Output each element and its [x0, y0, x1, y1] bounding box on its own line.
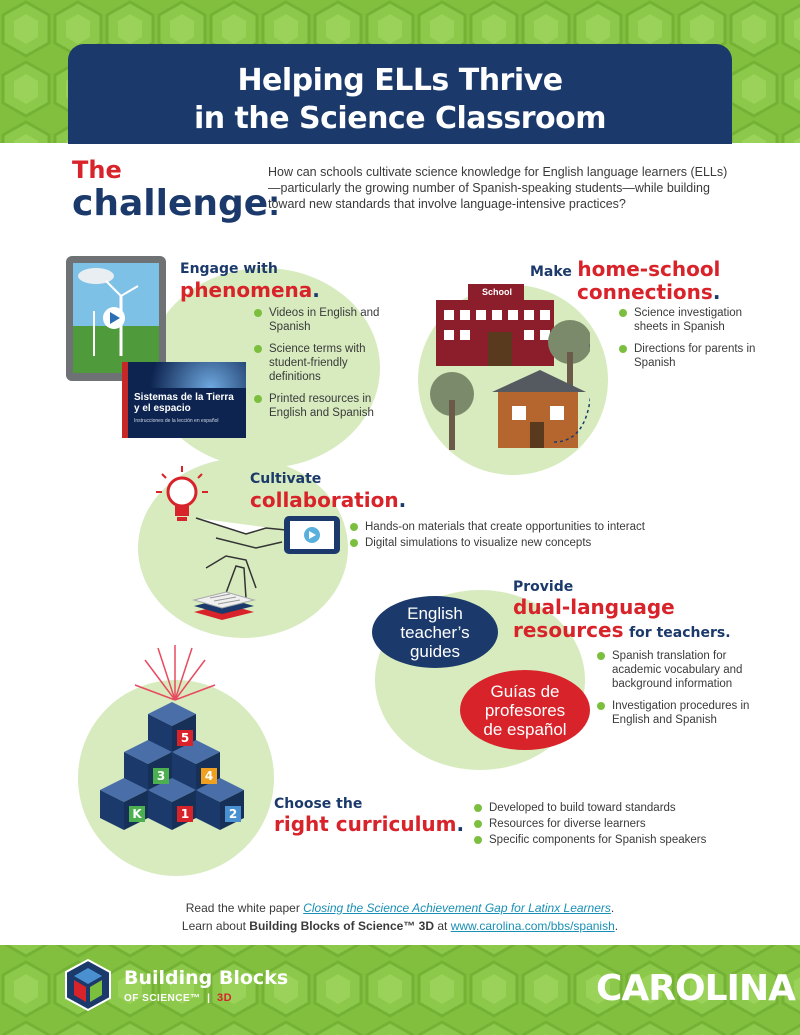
- hands-illustration: [195, 517, 287, 598]
- list-item: Videos in English and Spanish: [254, 306, 389, 334]
- engage-list: Videos in English and Spanish Science te…: [254, 306, 389, 428]
- title-banner: Helping ELLs Thrive in the Science Class…: [68, 44, 732, 144]
- list-item: Spanish translation for academic vocabul…: [597, 649, 757, 691]
- collab-heading-big: collaboration: [250, 488, 399, 512]
- collab-heading-small: Cultivate: [250, 471, 322, 487]
- dual-heading-big1: dual-language: [513, 595, 675, 619]
- dual-heading-tail: for teachers.: [629, 625, 731, 641]
- spanish-guides-bubble: Guías de profesores de español: [460, 670, 590, 750]
- block-k: K: [132, 807, 142, 821]
- home-heading-small: Make: [530, 264, 572, 280]
- carolina-logo[interactable]: CAROLINA: [596, 968, 796, 1009]
- learn-mid: at: [434, 919, 451, 933]
- carolina-url-link[interactable]: www.carolina.com/bbs/spanish: [450, 919, 615, 933]
- engage-heading: Engage with phenomena.: [180, 260, 320, 302]
- curriculum-list: Developed to build toward standards Reso…: [474, 801, 734, 849]
- dual-heading: Provide dual-language resources for teac…: [513, 578, 731, 643]
- alphabet-blocks-illustration: 5 3 4 K 1 2: [100, 702, 244, 830]
- period: .: [398, 488, 407, 512]
- white-paper-link[interactable]: Closing the Science Achievement Gap for …: [303, 901, 611, 915]
- engage-heading-small: Engage with: [180, 261, 278, 277]
- period: .: [456, 812, 465, 836]
- read-line: Read the white paper Closing the Science…: [0, 899, 800, 917]
- engage-heading-big: phenomena: [180, 278, 313, 302]
- collab-list: Hands-on materials that create opportuni…: [350, 520, 690, 552]
- list-item: Science terms with student-friendly defi…: [254, 342, 389, 384]
- dual-list: Spanish translation for academic vocabul…: [597, 649, 757, 735]
- challenge-heading: The challenge:: [72, 158, 280, 224]
- list-item: Science investigation sheets in Spanish: [619, 306, 759, 334]
- lightbulb-icon: [156, 466, 208, 521]
- block-2: 2: [229, 807, 237, 821]
- curriculum-heading-big: right curriculum: [274, 812, 457, 836]
- footer-text: Read the white paper Closing the Science…: [0, 899, 800, 935]
- school-sign: School: [482, 287, 513, 297]
- building-blocks-logo-icon[interactable]: [58, 958, 118, 1018]
- challenge-colon: :: [268, 182, 281, 223]
- learn-prefix: Learn about: [181, 919, 250, 933]
- period: .: [312, 278, 320, 302]
- video-tablet-icon: [284, 516, 340, 554]
- list-item: Resources for diverse learners: [474, 817, 734, 831]
- block-4: 4: [205, 769, 213, 783]
- list-item: Printed resources in English and Spanish: [254, 392, 389, 420]
- period: .: [712, 280, 721, 304]
- title-line-2: in the Science Classroom: [193, 101, 607, 136]
- spanish-book: Sistemas de la Tierra y el espacio Instr…: [122, 362, 246, 438]
- block-3: 3: [157, 769, 165, 783]
- read-suffix: .: [610, 901, 615, 915]
- challenge-the: The: [72, 156, 122, 184]
- list-item: Developed to build toward standards: [474, 801, 734, 815]
- read-prefix: Read the white paper: [185, 901, 304, 915]
- curriculum-heading: Choose the right curriculum.: [274, 795, 464, 837]
- curriculum-heading-small: Choose the: [274, 796, 363, 812]
- papers-icon: [192, 591, 256, 620]
- spanish-guides-text: Guías de profesores de español: [483, 681, 567, 739]
- challenge-text: How can schools cultivate science knowle…: [268, 165, 728, 211]
- tablet-illustration: [66, 256, 166, 381]
- home-heading: Make home-school connections.: [530, 258, 720, 304]
- learn-line: Learn about Building Blocks of Science™ …: [0, 917, 800, 935]
- collab-heading: Cultivate collaboration.: [250, 470, 406, 512]
- list-item: Investigation procedures in English and …: [597, 699, 757, 727]
- english-guides-text: English teacher’s guides: [400, 603, 470, 661]
- title-line-1: Helping ELLs Thrive: [237, 63, 563, 98]
- brand-sub: OF SCIENCE™ | 3D: [124, 992, 233, 1004]
- brand-3d: 3D: [217, 992, 233, 1004]
- block-5: 5: [181, 731, 189, 745]
- page-title: Helping ELLs Thrive in the Science Class…: [68, 44, 732, 138]
- book-title: Sistemas de la Tierra y el espacio: [134, 392, 234, 414]
- learn-suffix: .: [614, 919, 619, 933]
- brand-sub-text: OF SCIENCE™: [124, 993, 201, 1004]
- dual-heading-big2: resources: [513, 618, 624, 642]
- brand-bold: Building Blocks of Science™ 3D: [249, 919, 434, 933]
- challenge-word: challenge: [72, 183, 269, 224]
- school-house-illustration: [430, 284, 590, 450]
- english-guides-bubble: English teacher’s guides: [372, 596, 498, 668]
- dual-heading-small: Provide: [513, 579, 574, 595]
- home-heading-big2: connections: [577, 280, 713, 304]
- home-heading-big1: home-school: [577, 257, 721, 281]
- home-list: Science investigation sheets in Spanish …: [619, 306, 759, 378]
- list-item: Hands-on materials that create opportuni…: [350, 520, 690, 534]
- list-item: Specific components for Spanish speakers: [474, 833, 734, 847]
- brand-name: Building Blocks: [124, 967, 289, 989]
- block-1: 1: [181, 807, 189, 821]
- list-item: Digital simulations to visualize new con…: [350, 536, 690, 550]
- list-item: Directions for parents in Spanish: [619, 342, 759, 370]
- fireworks-icon: [134, 645, 216, 701]
- book-subtitle: Instrucciones de la lección en español: [134, 418, 219, 424]
